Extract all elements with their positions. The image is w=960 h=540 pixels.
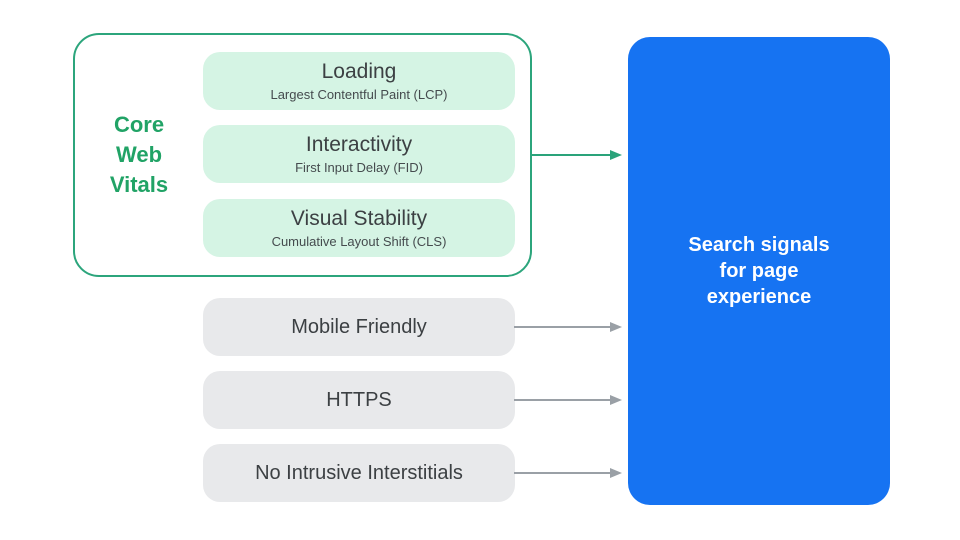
- signal-label-mobile-friendly: Mobile Friendly: [291, 315, 427, 338]
- arrow-https: [514, 390, 622, 410]
- arrowhead-icon: [610, 150, 622, 160]
- vital-pill-loading: Loading Largest Contentful Paint (LCP): [203, 52, 515, 110]
- vital-subtitle-fid: First Input Delay (FID): [295, 159, 423, 175]
- arrow-shaft: [514, 399, 610, 401]
- arrow-shaft: [532, 154, 610, 156]
- signal-label-https: HTTPS: [326, 388, 392, 411]
- signal-pill-https: HTTPS: [203, 371, 515, 429]
- arrow-shaft: [514, 472, 610, 474]
- vital-title-loading: Loading: [321, 60, 397, 84]
- arrow-mobile-friendly: [514, 317, 622, 337]
- core-web-vitals-label: Core Web Vitals: [109, 112, 169, 197]
- arrowhead-icon: [610, 322, 622, 332]
- vital-pill-visual-stability: Visual Stability Cumulative Layout Shift…: [203, 199, 515, 257]
- search-signals-label: Search signals for page experience: [688, 234, 830, 308]
- signal-pill-mobile-friendly: Mobile Friendly: [203, 298, 515, 356]
- signal-pill-no-intrusive-interstitials: No Intrusive Interstitials: [203, 444, 515, 502]
- arrow-core-web-vitals: [532, 145, 622, 165]
- arrow-no-intrusive-interstitials: [514, 463, 622, 483]
- vital-title-visual-stability: Visual Stability: [290, 207, 428, 231]
- arrowhead-icon: [610, 468, 622, 478]
- search-signals-box: Search signals for page experience: [628, 37, 890, 505]
- vital-pill-interactivity: Interactivity First Input Delay (FID): [203, 125, 515, 183]
- vital-subtitle-cls: Cumulative Layout Shift (CLS): [271, 233, 447, 249]
- arrow-shaft: [514, 326, 610, 328]
- arrowhead-icon: [610, 395, 622, 405]
- signal-label-no-intrusive-interstitials: No Intrusive Interstitials: [255, 461, 463, 484]
- vital-title-interactivity: Interactivity: [305, 133, 413, 157]
- vital-subtitle-lcp: Largest Contentful Paint (LCP): [270, 86, 448, 102]
